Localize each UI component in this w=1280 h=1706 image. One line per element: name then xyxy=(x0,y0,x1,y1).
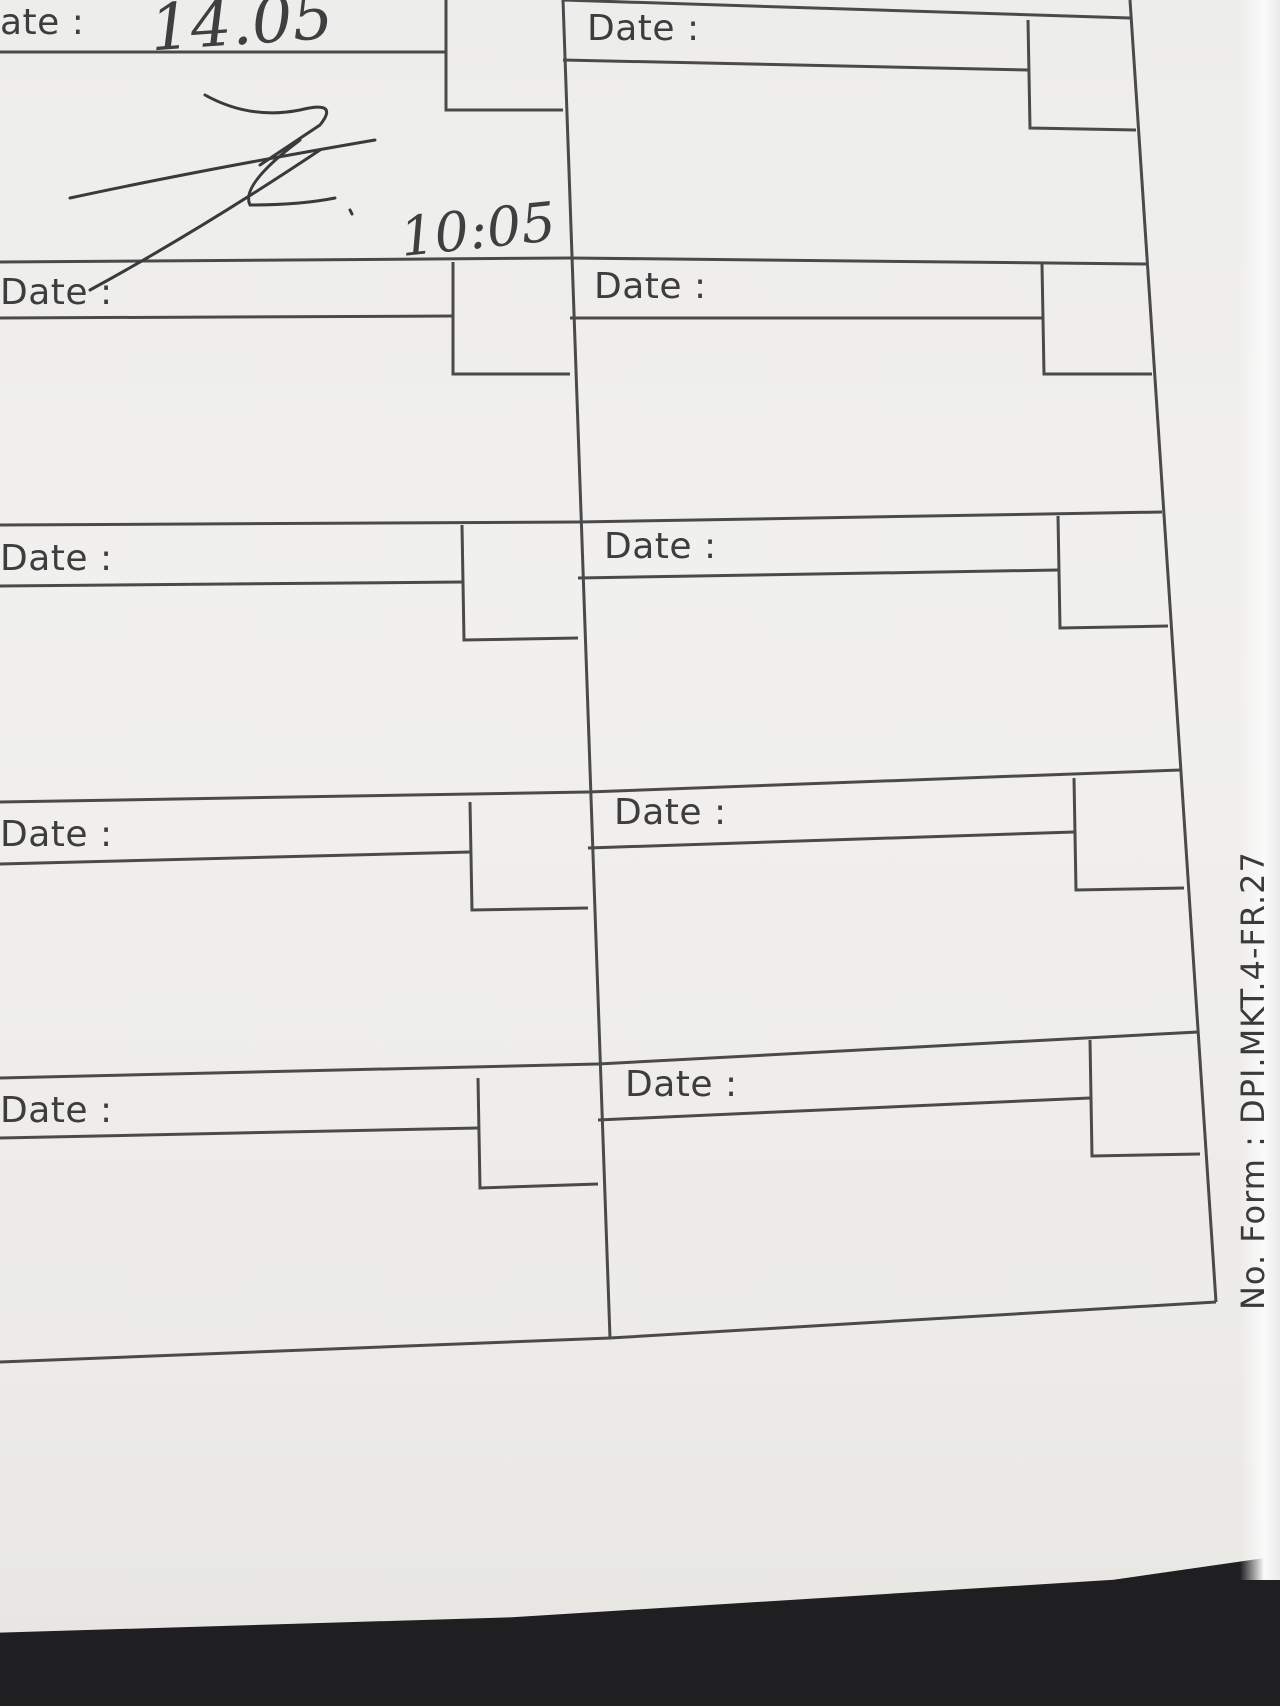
right-sign-box xyxy=(1088,1039,1201,1158)
right-sign-box xyxy=(1040,263,1152,376)
left-sign-box xyxy=(476,1077,599,1190)
left-sign-box xyxy=(468,801,589,912)
right-row-divider xyxy=(577,510,1163,524)
left-sign-box xyxy=(451,262,570,376)
left-sign-box xyxy=(444,0,563,112)
date-label: Date : xyxy=(0,538,113,579)
left-row-divider xyxy=(0,790,589,804)
date-label: Date : xyxy=(604,526,717,567)
date-label: Date : xyxy=(0,1090,113,1131)
page-edge xyxy=(1240,0,1280,1580)
date-label: Date : xyxy=(625,1064,738,1105)
left-row-divider xyxy=(0,1062,599,1080)
right-sign-box xyxy=(1072,777,1185,892)
right-row-divider xyxy=(569,256,1147,266)
date-label: Date : xyxy=(0,814,113,855)
right-sign-box xyxy=(1056,515,1169,630)
left-row-divider xyxy=(0,256,571,264)
column-divider xyxy=(561,0,612,1339)
form-number: No. Form : DPI.MKT.4-FR.27 xyxy=(1234,851,1272,1310)
right-sign-box xyxy=(1026,19,1137,132)
date-label: ate : xyxy=(0,2,85,43)
right-row-divider xyxy=(597,1030,1199,1066)
table-right-border xyxy=(1128,0,1218,1303)
date-label: Date : xyxy=(0,272,113,313)
left-row-divider xyxy=(0,520,579,527)
right-row-divider xyxy=(587,768,1181,794)
date-label: Date : xyxy=(614,792,727,833)
left-sign-box xyxy=(460,524,579,642)
date-label: Date : xyxy=(594,266,707,307)
date-label: Date : xyxy=(587,8,700,49)
right-row-divider xyxy=(562,0,1131,20)
signature-scribble xyxy=(68,93,377,292)
